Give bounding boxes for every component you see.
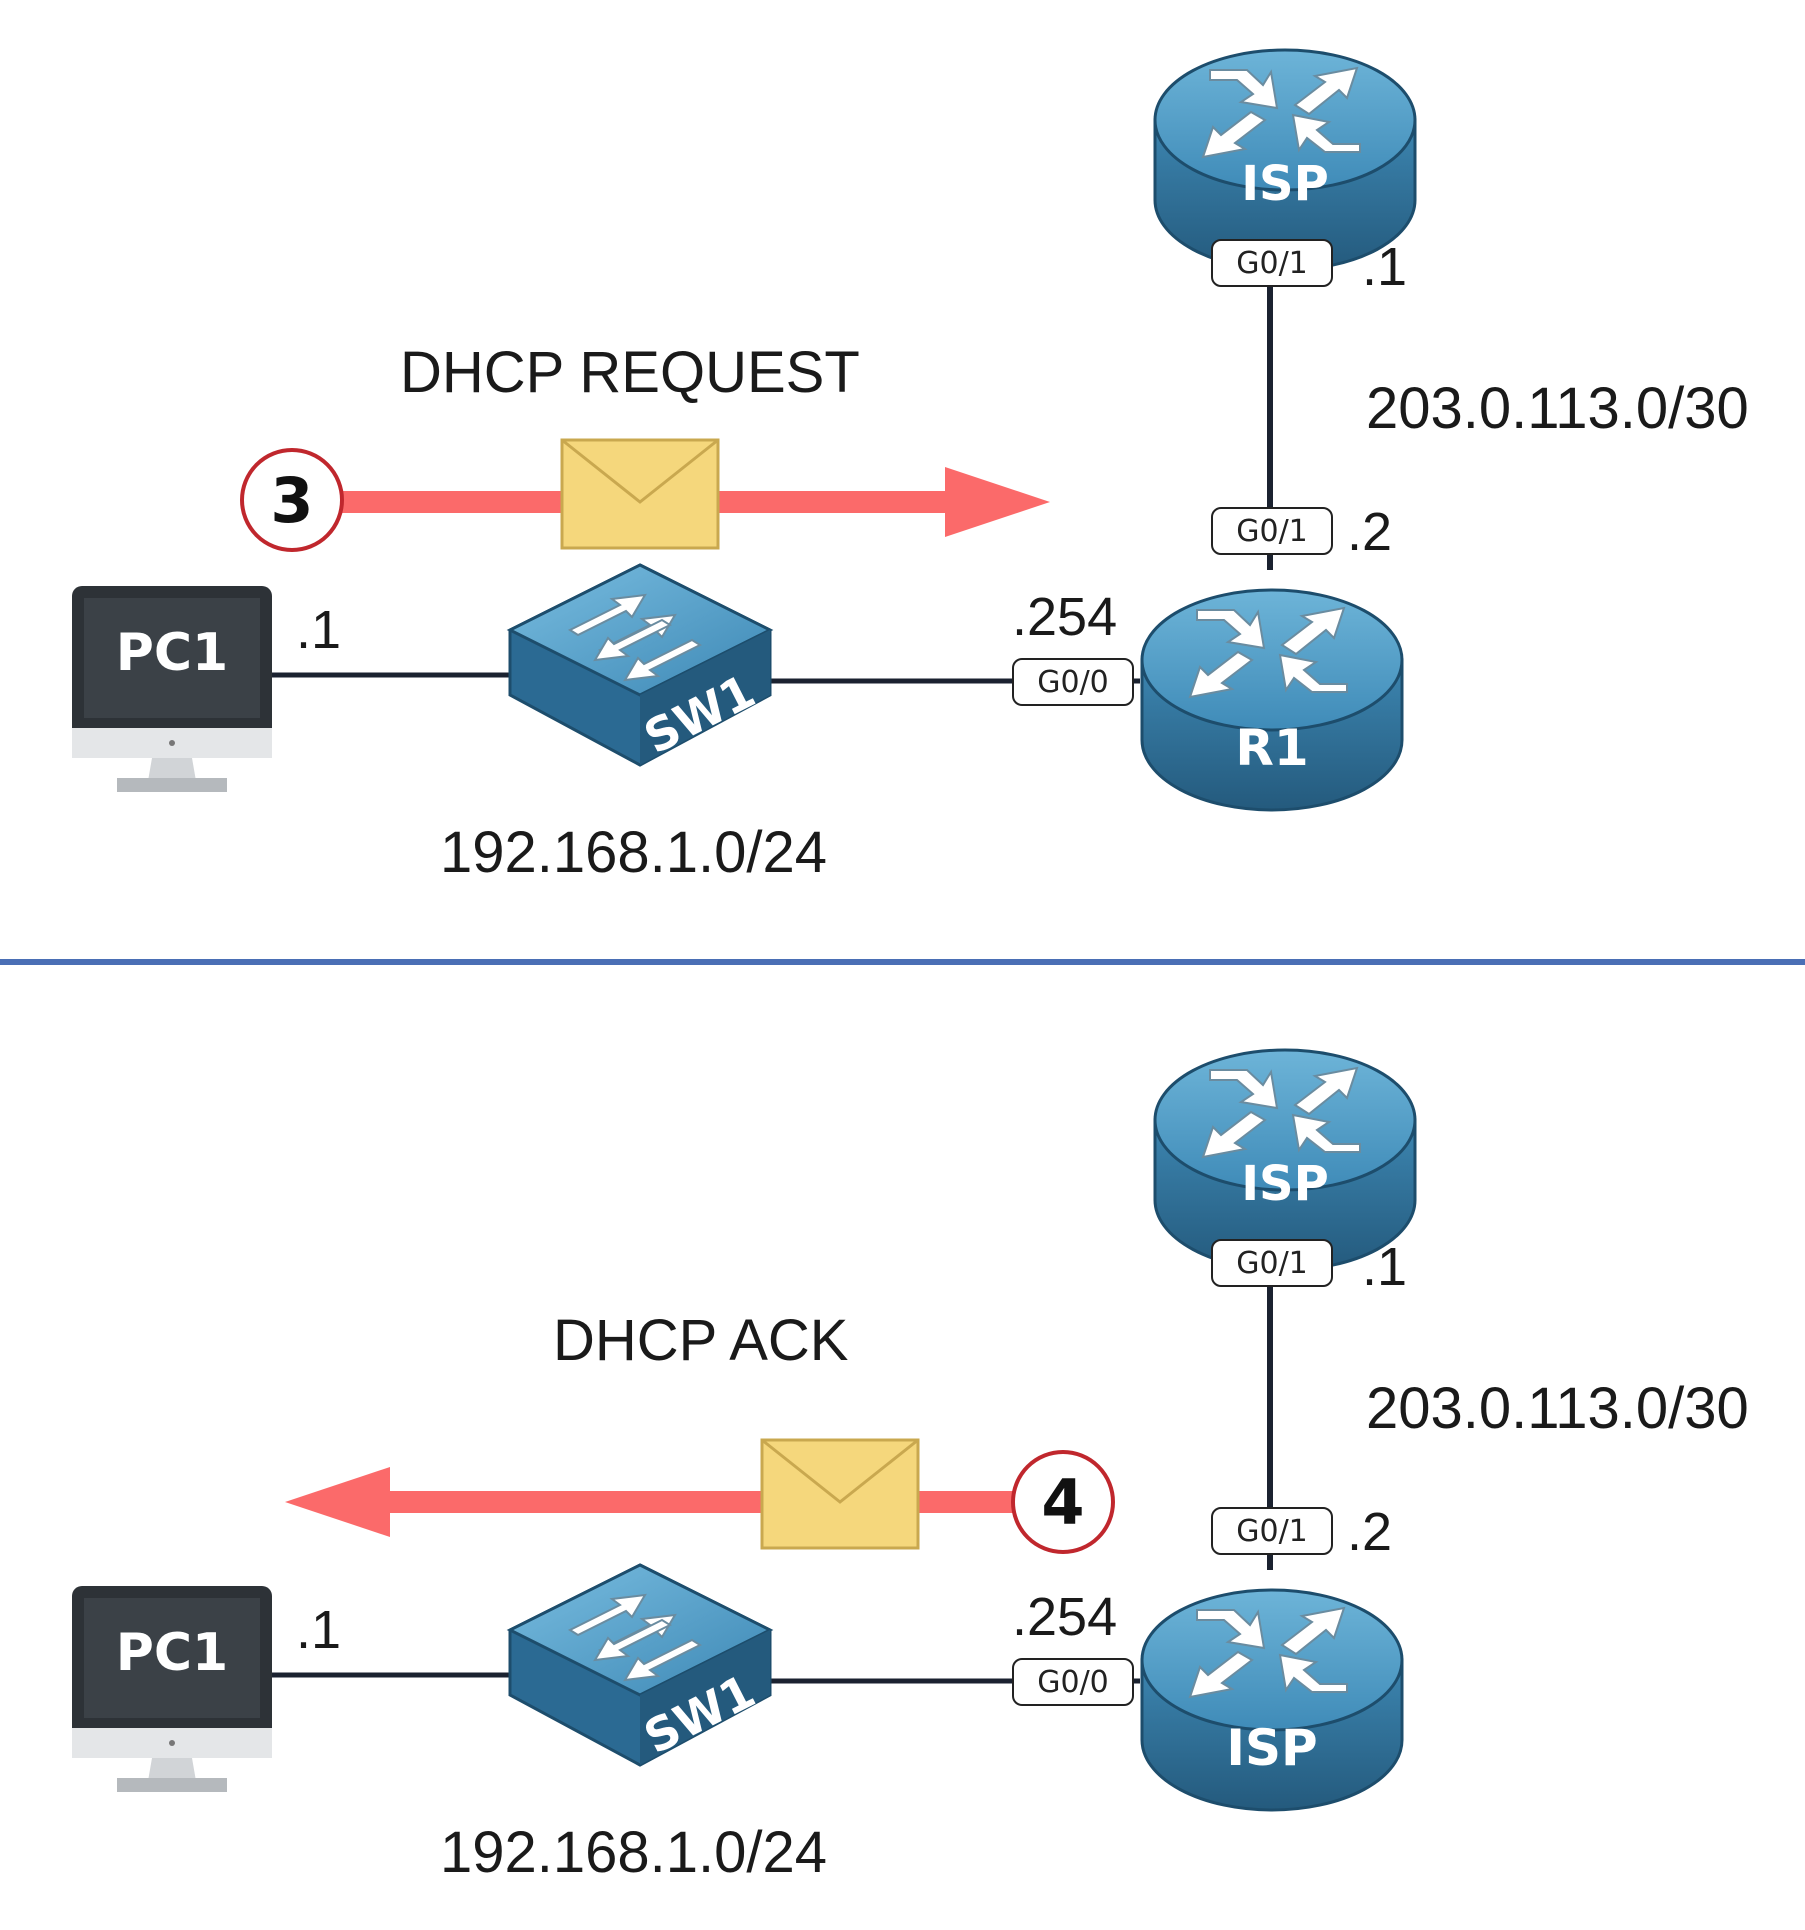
isp-router-label: ISP <box>1241 1156 1329 1212</box>
step-number: 3 <box>270 464 313 537</box>
isp-port-badge <box>1211 239 1333 287</box>
lan-subnet-label: 192.168.1.0/24 <box>440 1820 827 1885</box>
flow-arrow-head <box>285 1467 390 1537</box>
gateway-wan-port-label: G0/1 <box>1236 1514 1308 1549</box>
gateway-lan-port-label: G0/0 <box>1037 1665 1109 1700</box>
pc-icon <box>72 1586 272 1792</box>
r1-lan-port-label: G0/0 <box>1037 665 1109 700</box>
gateway-wan-host-label: .2 <box>1347 1502 1392 1562</box>
step-badge <box>1011 1450 1115 1554</box>
step-badge <box>240 448 344 552</box>
flow-arrow-shaft <box>385 1491 1025 1513</box>
r1-wan-port-badge <box>1211 507 1333 555</box>
pc-label: PC1 <box>116 623 228 683</box>
envelope-icon <box>760 1438 920 1550</box>
isp-port-label: G0/1 <box>1236 246 1308 281</box>
r1-router-label: R1 <box>1235 719 1308 777</box>
wan-subnet-label: 203.0.113.0/30 <box>1366 1376 1749 1441</box>
r1-lan-host-label: .254 <box>1012 587 1117 647</box>
message-label: DHCP ACK <box>553 1308 849 1373</box>
pc-label: PC1 <box>116 1623 228 1683</box>
gateway-wan-port-badge <box>1211 1507 1333 1555</box>
gateway-lan-port-badge <box>1012 1658 1134 1706</box>
panel-1: ISP G0/1 .1 203.0.113.0/30 G0/1 .2 R1 G0… <box>72 48 1749 885</box>
pc-icon <box>72 586 272 792</box>
isp-port-label: G0/1 <box>1236 1246 1308 1281</box>
r1-lan-port-badge <box>1012 658 1134 706</box>
gateway-router-label: ISP <box>1226 1719 1317 1777</box>
switch-icon <box>508 1563 772 1767</box>
pc-host-label: .1 <box>296 600 341 660</box>
isp-router-label: ISP <box>1241 156 1329 212</box>
switch-icon <box>508 563 772 767</box>
flow-arrow-head <box>945 467 1050 537</box>
message-label: DHCP REQUEST <box>400 340 860 405</box>
router-icon <box>1140 588 1404 812</box>
panel-2: ISP G0/1 .1 203.0.113.0/30 G0/1 .2 ISP G… <box>72 1048 1749 1885</box>
r1-wan-host-label: .2 <box>1347 502 1392 562</box>
isp-host-label: .1 <box>1362 237 1407 297</box>
step-number: 4 <box>1041 1466 1084 1539</box>
isp-host-label: .1 <box>1362 1237 1407 1297</box>
wan-subnet-label: 203.0.113.0/30 <box>1366 376 1749 441</box>
lan-subnet-label: 192.168.1.0/24 <box>440 820 827 885</box>
gateway-lan-host-label: .254 <box>1012 1587 1117 1647</box>
pc-host-label: .1 <box>296 1600 341 1660</box>
router-icon <box>1140 1588 1404 1812</box>
envelope-icon <box>560 438 720 550</box>
r1-wan-port-label: G0/1 <box>1236 514 1308 549</box>
isp-port-badge <box>1211 1239 1333 1287</box>
